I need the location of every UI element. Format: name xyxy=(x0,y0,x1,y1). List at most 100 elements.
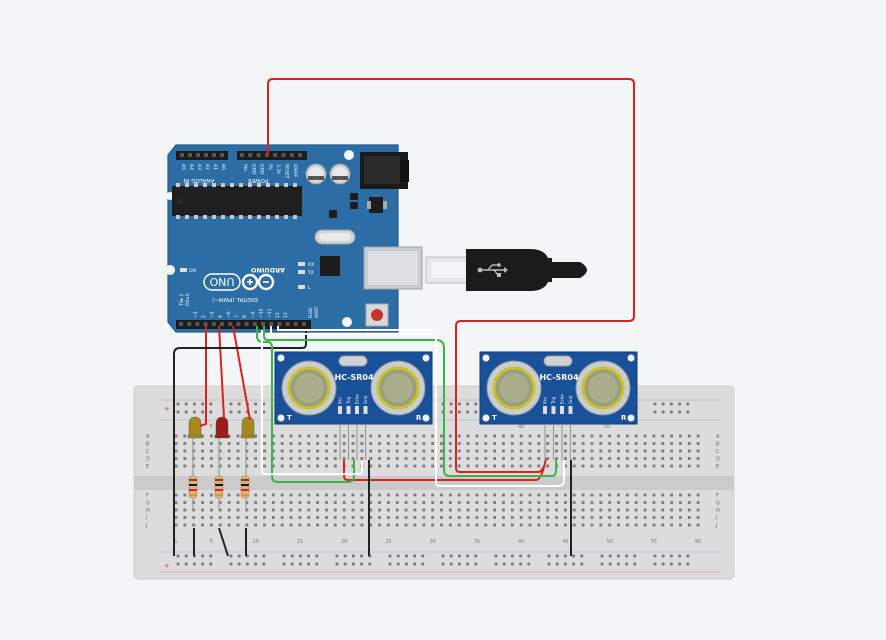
header-pin[interactable] xyxy=(302,322,306,326)
power-rail-hole[interactable] xyxy=(564,562,567,566)
breadboard-hole[interactable] xyxy=(183,464,187,468)
power-rail-hole[interactable] xyxy=(176,410,180,414)
power-rail-hole[interactable] xyxy=(307,562,310,566)
power-rail-hole[interactable] xyxy=(572,554,575,558)
breadboard-hole[interactable] xyxy=(466,457,470,460)
breadboard-hole[interactable] xyxy=(679,434,682,438)
breadboard-hole[interactable] xyxy=(360,442,364,445)
breadboard-hole[interactable] xyxy=(625,501,629,504)
breadboard-hole[interactable] xyxy=(555,508,558,512)
breadboard-hole[interactable] xyxy=(280,464,284,468)
power-rail-hole[interactable] xyxy=(343,562,347,566)
breadboard-hole[interactable] xyxy=(546,523,550,527)
breadboard-hole[interactable] xyxy=(564,434,567,438)
breadboard-hole[interactable] xyxy=(174,523,178,527)
power-rail-hole[interactable] xyxy=(686,554,690,558)
breadboard-hole[interactable] xyxy=(475,516,479,519)
wire-black-gnd-main[interactable] xyxy=(173,326,307,556)
breadboard-hole[interactable] xyxy=(564,442,567,445)
breadboard-hole[interactable] xyxy=(599,516,603,519)
breadboard-hole[interactable] xyxy=(475,442,479,445)
breadboard-hole[interactable] xyxy=(298,516,302,519)
breadboard-hole[interactable] xyxy=(687,442,691,445)
breadboard-hole[interactable] xyxy=(510,516,514,519)
breadboard-hole[interactable] xyxy=(625,493,629,497)
power-rail-hole[interactable] xyxy=(466,410,469,414)
breadboard-hole[interactable] xyxy=(431,464,435,468)
wire-white-echo-1[interactable] xyxy=(261,330,363,475)
breadboard-hole[interactable] xyxy=(679,464,682,468)
breadboard-hole[interactable] xyxy=(387,493,390,497)
breadboard-hole[interactable] xyxy=(617,493,620,497)
breadboard-hole[interactable] xyxy=(634,493,638,497)
breadboard-hole[interactable] xyxy=(227,457,231,460)
breadboard-hole[interactable] xyxy=(687,449,691,453)
breadboard-hole[interactable] xyxy=(342,434,346,438)
breadboard-hole[interactable] xyxy=(192,508,196,512)
breadboard-hole[interactable] xyxy=(537,442,541,445)
power-rail-hole[interactable] xyxy=(449,554,453,558)
breadboard-hole[interactable] xyxy=(581,442,585,445)
power-rail-hole[interactable] xyxy=(343,554,347,558)
breadboard-hole[interactable] xyxy=(537,434,541,438)
power-rail-hole[interactable] xyxy=(608,554,612,558)
breadboard-hole[interactable] xyxy=(475,449,479,453)
power-rail-hole[interactable] xyxy=(229,562,233,566)
breadboard-hole[interactable] xyxy=(643,516,647,519)
breadboard-hole[interactable] xyxy=(466,501,470,504)
breadboard-hole[interactable] xyxy=(493,442,496,445)
breadboard-hole[interactable] xyxy=(696,449,700,453)
header-pin[interactable] xyxy=(179,322,183,326)
power-rail-hole[interactable] xyxy=(580,562,584,566)
power-rail-hole[interactable] xyxy=(237,554,241,558)
wires[interactable] xyxy=(173,78,635,557)
breadboard-hole[interactable] xyxy=(422,493,426,497)
power-rail-hole[interactable] xyxy=(184,410,188,414)
breadboard-hole[interactable] xyxy=(227,516,231,519)
breadboard-hole[interactable] xyxy=(661,449,665,453)
breadboard-hole[interactable] xyxy=(590,508,594,512)
power-rail-hole[interactable] xyxy=(290,562,294,566)
wire-green-trig-2[interactable] xyxy=(263,326,557,477)
breadboard-hole[interactable] xyxy=(448,464,452,468)
power-rail-hole[interactable] xyxy=(176,554,180,558)
breadboard-hole[interactable] xyxy=(590,516,594,519)
breadboard-hole[interactable] xyxy=(661,434,665,438)
breadboard-hole[interactable] xyxy=(599,449,603,453)
breadboard-hole[interactable] xyxy=(218,442,222,445)
breadboard-hole[interactable] xyxy=(440,442,443,445)
power-rail-hole[interactable] xyxy=(661,562,665,566)
breadboard-hole[interactable] xyxy=(351,434,355,438)
breadboard-hole[interactable] xyxy=(634,442,638,445)
breadboard-hole[interactable] xyxy=(316,516,319,519)
breadboard-hole[interactable] xyxy=(448,457,452,460)
breadboard-hole[interactable] xyxy=(493,434,496,438)
led-yellow-left[interactable] xyxy=(187,416,203,439)
power-rail-hole[interactable] xyxy=(352,562,355,566)
breadboard-hole[interactable] xyxy=(537,464,541,468)
breadboard-hole[interactable] xyxy=(510,457,514,460)
breadboard-hole[interactable] xyxy=(546,508,550,512)
power-rail-hole[interactable] xyxy=(633,562,637,566)
sensor-pin[interactable] xyxy=(543,406,547,414)
power-rail-hole[interactable] xyxy=(502,562,506,566)
breadboard-hole[interactable] xyxy=(254,493,258,497)
breadboard-hole[interactable] xyxy=(484,516,488,519)
breadboard-hole[interactable] xyxy=(696,442,700,445)
breadboard-hole[interactable] xyxy=(670,523,673,527)
breadboard-hole[interactable] xyxy=(581,464,585,468)
breadboard-hole[interactable] xyxy=(289,457,293,460)
breadboard-hole[interactable] xyxy=(422,516,426,519)
breadboard-hole[interactable] xyxy=(360,449,364,453)
breadboard-hole[interactable] xyxy=(280,508,284,512)
breadboard-hole[interactable] xyxy=(652,523,656,527)
breadboard-hole[interactable] xyxy=(271,434,275,438)
breadboard-hole[interactable] xyxy=(599,457,603,460)
breadboard-hole[interactable] xyxy=(572,493,576,497)
breadboard-hole[interactable] xyxy=(333,434,337,438)
breadboard-hole[interactable] xyxy=(236,434,240,438)
power-rail-hole[interactable] xyxy=(307,554,310,558)
breadboard-hole[interactable] xyxy=(183,523,187,527)
breadboard-hole[interactable] xyxy=(210,449,213,453)
